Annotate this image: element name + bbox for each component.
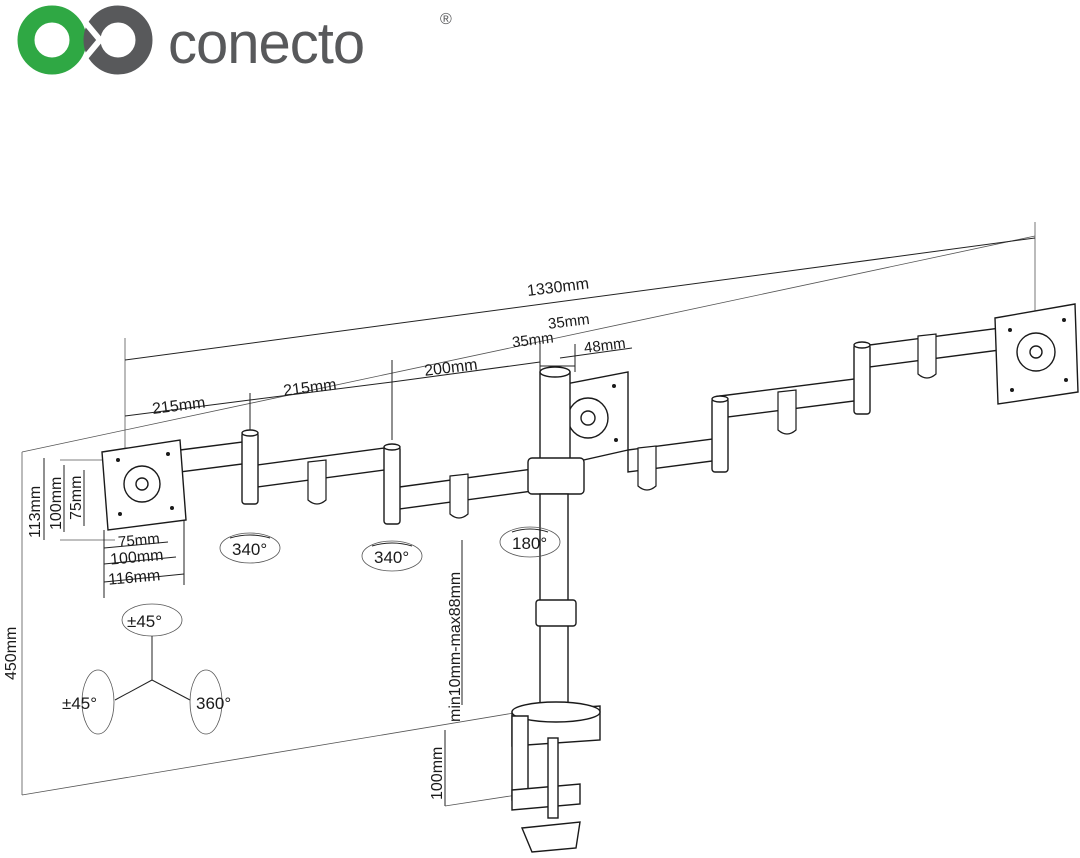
label-pole-a: 35mm	[511, 329, 554, 351]
rotation-rotate: 360°	[189, 669, 231, 735]
rotation-joint-2: 340°	[361, 540, 423, 572]
rotation-joint-3: 180°	[499, 526, 561, 558]
vesa-dimension-lines	[43, 458, 185, 598]
rotation-axes	[114, 636, 191, 701]
clamp-handle	[520, 821, 581, 853]
pole-collar	[535, 599, 577, 627]
rotation-label-2: 340°	[374, 548, 409, 567]
rotation-label-1: 340°	[232, 540, 267, 559]
cable-clip-5	[917, 333, 937, 379]
rotation-label-tilt: ±45°	[127, 612, 162, 631]
cable-clip-2	[449, 473, 469, 519]
desk-clamp-back	[511, 715, 529, 801]
logo-wordmark: conecto	[168, 11, 364, 76]
cable-clip-3	[637, 445, 657, 491]
label-vesa-100-w: 100mm	[110, 547, 165, 569]
joint-cylinder-2	[383, 445, 401, 525]
joint-cylinder-4	[853, 343, 871, 415]
arm-segment-1	[179, 440, 251, 473]
label-arm-1: 215mm	[151, 395, 206, 418]
cable-clip-4	[777, 389, 797, 435]
rotation-joint-1: 340°	[219, 532, 281, 564]
label-arm-3: 200mm	[423, 356, 478, 379]
logo-mark-icon	[17, 5, 153, 75]
reference-lines	[21, 222, 1036, 796]
vesa-plate-right	[994, 303, 1079, 405]
label-pole-c: 48mm	[583, 335, 626, 357]
label-total-width: 1330mm	[526, 276, 590, 300]
clamp-screw	[547, 737, 559, 819]
rotation-label-3: 180°	[512, 534, 547, 553]
label-vesa-75-h: 75mm	[68, 476, 85, 520]
vesa-plate-left	[101, 439, 187, 531]
logo-registered: ®	[440, 11, 452, 28]
top-dimension-lines	[124, 237, 1036, 440]
label-pole-height: 450mm	[3, 627, 20, 680]
joint-cylinder-3	[711, 397, 729, 473]
pole-hub	[527, 457, 585, 495]
cable-clip-1	[307, 459, 327, 505]
rotation-tilt: ±45°	[121, 603, 183, 637]
center-pole	[511, 366, 601, 853]
rotation-label-swivel: ±45°	[62, 694, 97, 713]
label-pole-b: 35mm	[547, 311, 590, 333]
conecto-logo: conecto ®	[17, 5, 452, 76]
pole-main	[539, 493, 569, 705]
label-vesa-75-w: 75mm	[117, 530, 160, 551]
label-vesa-113: 113mm	[27, 486, 44, 538]
rotation-swivel: ±45°	[62, 669, 115, 735]
label-clamp-range: min10mm-max88mm	[447, 572, 464, 722]
label-arm-2: 215mm	[282, 376, 337, 399]
label-vesa-116-w: 116mm	[108, 567, 161, 588]
rotation-label-rotate: 360°	[196, 694, 231, 713]
label-clamp-depth: 100mm	[429, 747, 446, 800]
joint-cylinder-1	[241, 431, 259, 505]
label-vesa-100-h: 100mm	[48, 477, 65, 530]
